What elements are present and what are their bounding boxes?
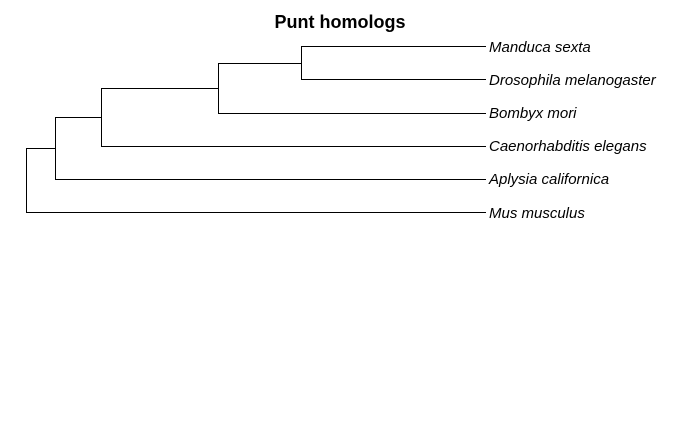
leaf-label-caenorhabditis-elegans: Caenorhabditis elegans (489, 138, 647, 155)
tree-branches (26, 46, 486, 213)
leaf-label-aplysia-californica: Aplysia californica (488, 171, 609, 188)
leaf-label-bombyx-mori: Bombyx mori (489, 105, 577, 122)
tree-title: Punt homologs (275, 12, 406, 32)
leaf-label-drosophila-melanogaster: Drosophila melanogaster (489, 72, 657, 89)
leaf-label-mus-musculus: Mus musculus (489, 205, 585, 222)
leaf-labels: Manduca sexta Drosophila melanogaster Bo… (488, 39, 657, 222)
leaf-label-manduca-sexta: Manduca sexta (489, 39, 591, 56)
